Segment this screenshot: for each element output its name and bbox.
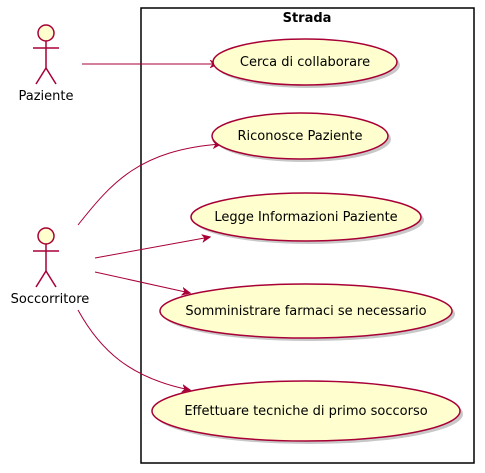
usecase-legge: Legge Informazioni Paziente [190, 192, 424, 244]
usecase-riconosce-ellipse [211, 112, 389, 160]
actor-paziente-icon [33, 24, 59, 85]
actor-soccorritore: Soccorritore [11, 227, 90, 307]
actor-soccorritore-label: Soccorritore [11, 292, 90, 307]
association-soccorritore-somministrare [94, 271, 190, 293]
usecase-legge-label: Legge Informazioni Paziente [214, 210, 397, 225]
usecase-riconosce: Riconosce Paziente [211, 112, 391, 162]
usecase-riconosce-label: Riconosce Paziente [238, 129, 363, 144]
usecase-cerca-ellipse [212, 38, 398, 86]
usecase-cerca-label: Cerca di collaborare [240, 55, 370, 70]
association-soccorritore-effettuare [77, 309, 190, 390]
associations [77, 64, 221, 390]
actor-paziente-label: Paziente [19, 89, 74, 104]
usecase-legge-ellipse [190, 192, 422, 242]
usecase-effettuare: Effettuare tecniche di primo soccorso [151, 380, 463, 444]
actor-soccorritore-icon [33, 227, 59, 288]
association-soccorritore-riconosce [77, 144, 221, 226]
usecase-cerca: Cerca di collaborare [212, 38, 400, 88]
usecase-somministrare-label: Somministrare farmaci se necessario [185, 304, 426, 319]
usecase-somministrare: Somministrare farmaci se necessario [159, 283, 455, 341]
actor-paziente: Paziente [19, 24, 74, 104]
usecase-effettuare-label: Effettuare tecniche di primo soccorso [184, 404, 427, 419]
system-title: Strada [283, 11, 332, 26]
association-soccorritore-legge [94, 237, 210, 259]
usecase-somministrare-ellipse [159, 283, 453, 339]
usecase-effettuare-ellipse [151, 380, 461, 442]
